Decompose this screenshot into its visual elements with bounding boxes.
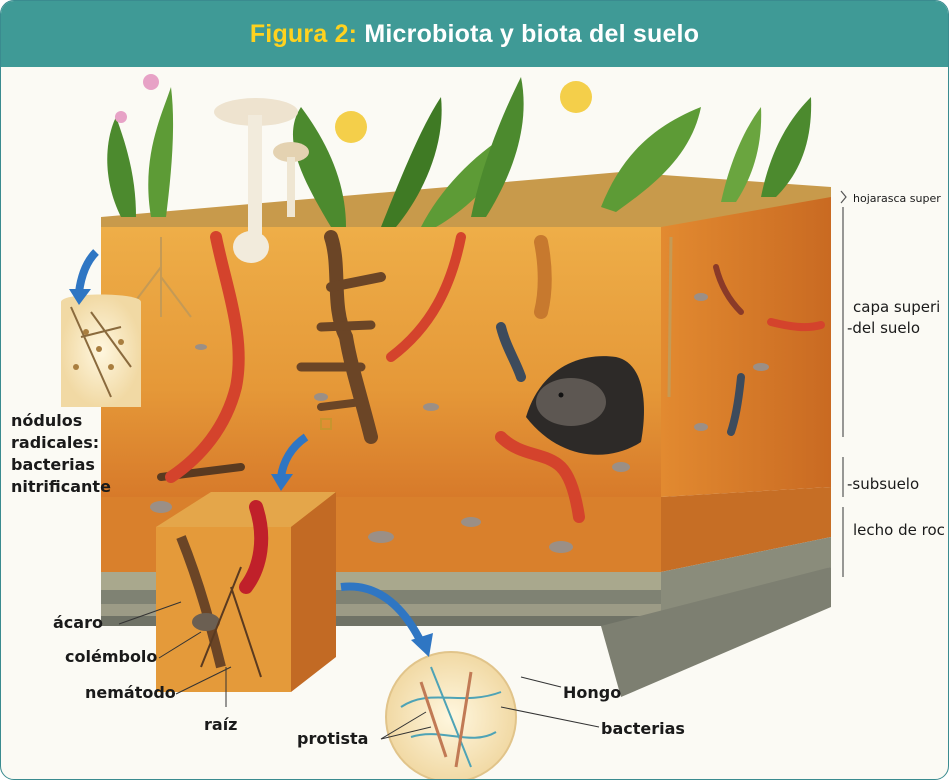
label-bacterias: bacterias [601,719,685,739]
label-nodulos-line2: radicales: [11,433,99,453]
label-nodulos-line4: nitrificante [11,477,111,497]
soil-sample-cube [156,492,336,692]
figure-title-text: Microbiota y biota del suelo [364,20,699,48]
label-capa-line1: capa superi [853,298,940,317]
label-hojarasca: hojarasca super [853,192,941,206]
label-capa-line2: -del suelo [847,319,920,338]
label-subsuelo: -subsuelo [847,475,919,494]
label-acaro: ácaro [53,613,103,633]
label-nematodo: nemátodo [85,683,176,703]
label-colembolo: colémbolo [65,647,157,667]
layer-brackets [841,191,846,577]
label-hongo: Hongo [563,683,621,703]
nodule-zoom-circle [61,295,141,408]
label-protista: protista [297,729,368,749]
label-raiz: raíz [204,715,237,735]
soil-side-face [661,197,831,497]
label-nodulos-line1: nódulos [11,411,82,431]
label-lecho: lecho de roc [853,521,945,540]
soil-illustration [1,67,948,779]
figure-title: Figura 2: Microbiota y biota del suelo [250,20,699,49]
figure-title-prefix: Figura 2: [250,20,357,48]
title-bar: Figura 2: Microbiota y biota del suelo [1,1,948,67]
label-nodulos-line3: bacterias [11,455,95,475]
micro-zoom-circle [386,652,516,779]
